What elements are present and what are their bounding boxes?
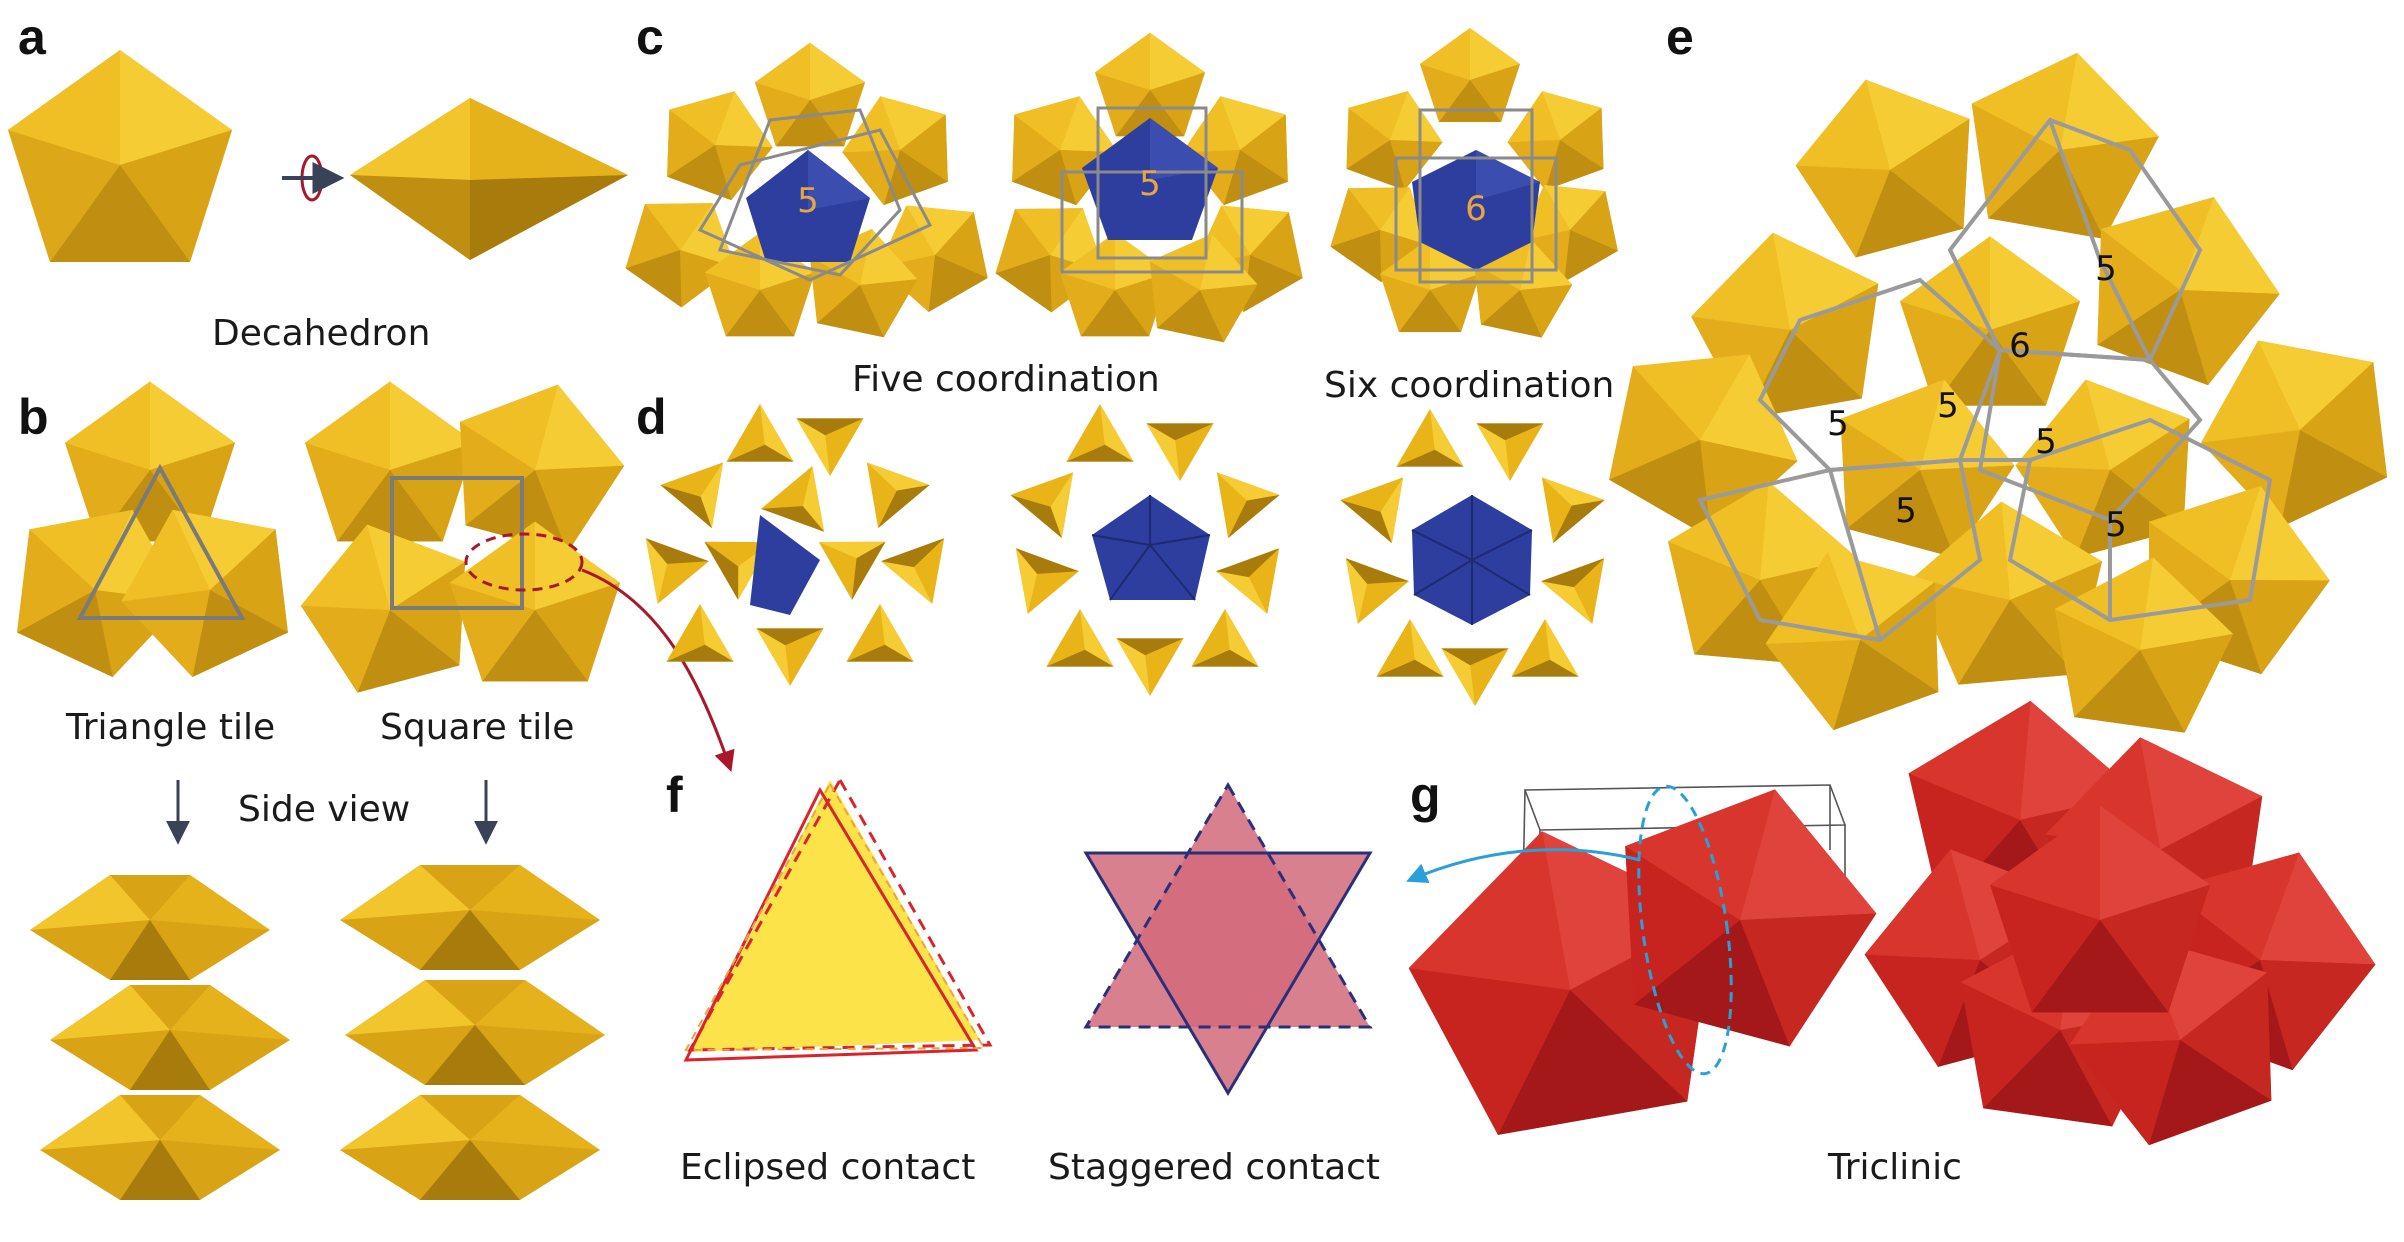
- panel-c-cluster-2: [978, 32, 1321, 347]
- panel-b-side-arrows: [166, 780, 498, 845]
- caption-triangle-tile: Triangle tile: [66, 707, 276, 748]
- panel-g-dimer: [1389, 755, 1901, 1146]
- panel-label-c: c: [636, 9, 664, 65]
- caption-eclipsed-contact: Eclipsed contact: [680, 1147, 976, 1188]
- panel-e-number-6: 5: [1895, 491, 1917, 531]
- panel-c-cluster-1: [608, 42, 1006, 342]
- panel-a-decahedron-front: [8, 50, 232, 262]
- caption-decahedron: Decahedron: [212, 313, 431, 354]
- panel-e-number-3: 5: [1827, 404, 1849, 444]
- panel-label-b: b: [18, 389, 49, 445]
- panel-label-f: f: [666, 767, 683, 823]
- panel-f-staggered-star: [1083, 782, 1373, 1096]
- panel-b-to-f-arrow: [581, 568, 735, 772]
- panel-b-triangle-tile: [0, 381, 318, 691]
- caption-square-tile: Square tile: [380, 707, 575, 748]
- panel-label-g: g: [1410, 767, 1441, 823]
- panel-d-cluster-2: [996, 404, 1299, 696]
- caption-staggered-contact: Staggered contact: [1048, 1147, 1381, 1188]
- panel-e-number-2: 6: [2009, 326, 2031, 366]
- caption-triclinic: Triclinic: [1828, 1147, 1962, 1188]
- panel-b-side-view-triangle-stack: [30, 875, 290, 1200]
- panel-c-number-2: 5: [1139, 164, 1161, 204]
- panel-c-cluster-3: [1314, 28, 1635, 342]
- panel-e-numbers: 5 6 5 5 5 5 5: [1827, 249, 2127, 545]
- panel-e-number-7: 5: [2105, 505, 2127, 545]
- panel-label-d: d: [636, 389, 667, 445]
- panel-b-square-tile: [285, 362, 640, 701]
- panel-g-crystal: [1844, 690, 2403, 1159]
- panel-d-cluster-1: [626, 404, 964, 686]
- panel-d-cluster-3: [1326, 409, 1624, 706]
- panel-f-eclipsed-triangles: [683, 776, 993, 1062]
- panel-e-number-4: 5: [1937, 386, 1959, 426]
- panel-c-number-3: 6: [1465, 189, 1487, 229]
- caption-five-coordination: Five coordination: [852, 359, 1160, 400]
- panel-g-arrow: [1406, 848, 1641, 884]
- panel-c-number-1: 5: [797, 181, 819, 221]
- panel-label-e: e: [1666, 9, 1694, 65]
- panel-e-wireframe: [1697, 117, 2273, 643]
- caption-six-coordination: Six coordination: [1324, 365, 1615, 406]
- panel-label-a: a: [18, 9, 46, 65]
- panel-a-decahedron-side: [350, 98, 628, 260]
- panel-a-rotate-arrow: [282, 154, 345, 202]
- panel-b-side-view-square-stack: [340, 865, 605, 1200]
- caption-side-view: Side view: [238, 789, 411, 830]
- panel-e-cluster: [1577, 36, 2404, 742]
- panel-e-number-1: 5: [2095, 249, 2117, 289]
- panel-e-number-5: 5: [2035, 422, 2057, 462]
